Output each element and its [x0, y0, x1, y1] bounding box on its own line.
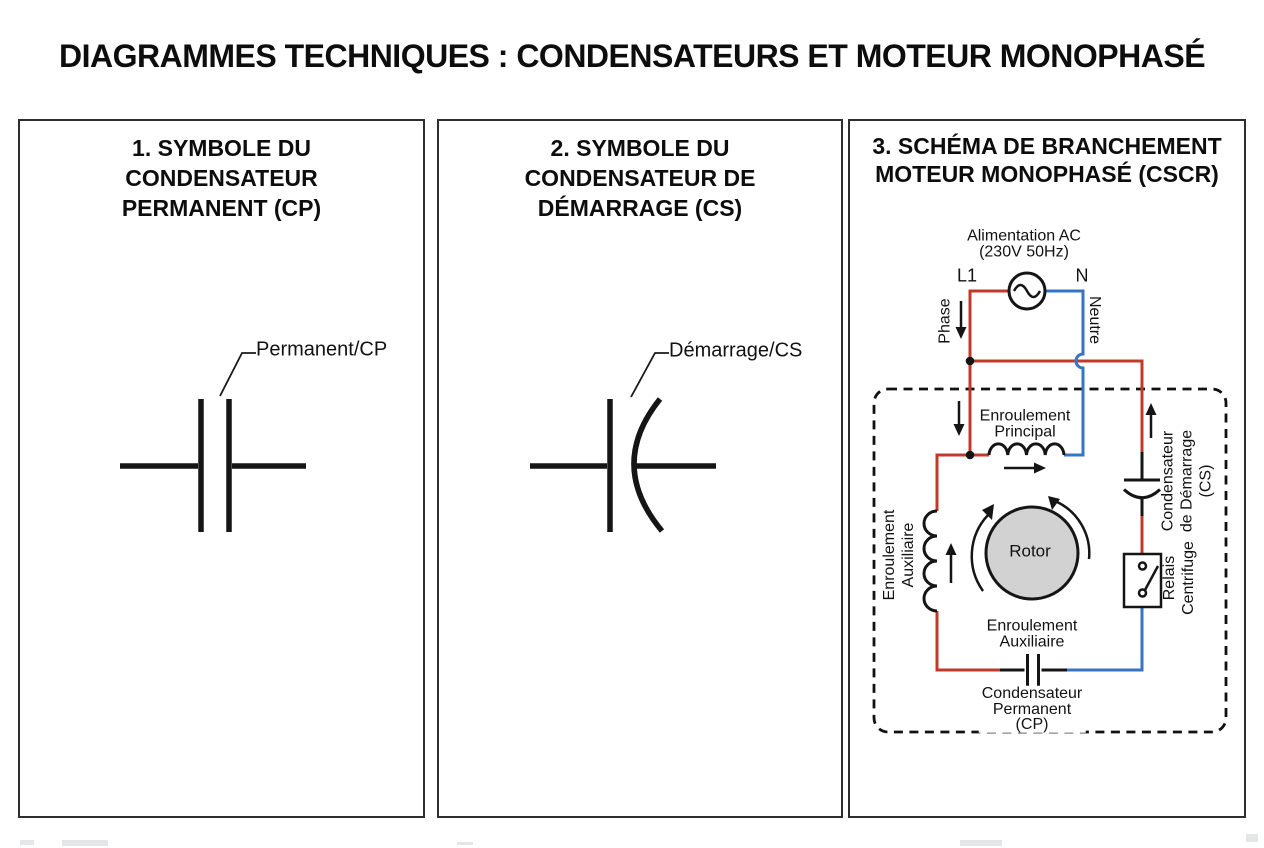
panel-motor-wiring-diagram: 3. SCHÉMA DE BRANCHEMENT MOTEUR MONOPHAS… — [848, 119, 1246, 818]
supply-line2: (230V 50Hz) — [979, 243, 1069, 260]
panel2-heading-line3: DÉMARRAGE (CS) — [537, 195, 743, 221]
perm-cap-line2: Permanent — [992, 700, 1072, 718]
relay-top-contact — [1137, 561, 1148, 571]
phase-wire-to-aux-winding — [935, 453, 989, 511]
phase-wire-aux-to-cap — [935, 611, 1000, 672]
capacitor-curved-plate — [631, 397, 665, 533]
ac-source-sine-icon — [1012, 283, 1042, 299]
rotor-circle — [984, 505, 1080, 601]
aux-winding-bottom-label: Enroulement Auxiliaire — [986, 617, 1078, 650]
relay-switch-blade — [1143, 565, 1160, 591]
page-title: DIAGRAMMES TECHNIQUES : CONDENSATEURS ET… — [58, 38, 1206, 74]
phase-wire-from-source — [968, 289, 1009, 361]
panel-permanent-capacitor: 1. SYMBOLE DU CONDENSATEUR PERMANENT (CP… — [18, 119, 425, 818]
panel3-heading-line2: MOTEUR MONOPHASÉ (CSCR) — [875, 161, 1219, 187]
junction-dot-winding — [965, 450, 975, 460]
aux-bottom-line2: Auxiliaire — [999, 633, 1065, 650]
perm-cap-line3: (CP) — [1015, 715, 1049, 733]
start-cap-label: Condensateur de Démarrage (CS) — [1159, 430, 1216, 532]
main-winding-line2: Principal — [994, 423, 1056, 440]
scan-artifact — [960, 840, 1002, 846]
panel2-heading-line1: 2. SYMBOLE DU — [550, 135, 730, 161]
scan-artifact — [20, 840, 34, 845]
phase-down-arrowhead — [955, 327, 967, 339]
start-cap-line3: (CS) — [1197, 464, 1215, 498]
neutre-label: Neutre — [1085, 295, 1103, 345]
rotor-label: Rotor — [1009, 541, 1051, 561]
panel2-heading-line2: CONDENSATEUR DE — [524, 165, 756, 191]
permanent-capacitor-symbol — [120, 352, 306, 532]
main-winding-line1: Enroulement — [979, 407, 1071, 425]
relay-bottom-contact — [1137, 588, 1148, 598]
rotor-rotation-arc-right — [1054, 499, 1091, 560]
terminal-n-label: N — [1075, 265, 1089, 286]
panel2-heading: 2. SYMBOLE DU CONDENSATEUR DE DÉMARRAGE … — [439, 133, 841, 223]
supply-label: Alimentation AC (230V 50Hz) — [967, 227, 1081, 260]
neutral-wire-with-hop — [1045, 289, 1085, 457]
junction-dot-top — [965, 356, 975, 366]
motor-wiring-schematic — [872, 271, 1228, 734]
neutral-wire-relay-to-cap — [1067, 607, 1144, 672]
start-branch-up-arrowhead — [1145, 403, 1157, 415]
start-cap-line1: Condensateur — [1159, 430, 1177, 532]
main-winding-label: Enroulement Principal — [979, 407, 1071, 440]
perm-cap-label: Condensateur Permanent (CP) — [978, 684, 1086, 733]
relay-line1: Relais — [1161, 555, 1178, 601]
panel1-heading-line3: PERMANENT (CP) — [121, 195, 322, 221]
relay-box — [1122, 552, 1163, 609]
panel1-heading: 1. SYMBOLE DU CONDENSATEUR PERMANENT (CP… — [20, 133, 423, 223]
permanent-cp-label: Permanent/CP — [256, 338, 388, 361]
phase-wire-to-start-branch — [970, 359, 1144, 452]
start-cap-curved-plate — [1122, 488, 1162, 500]
supply-line1: Alimentation AC — [967, 227, 1081, 245]
relay-label: Relais Centrifuge — [1160, 541, 1198, 615]
scan-artifact — [1246, 834, 1258, 842]
panel1-heading-line2: CONDENSATEUR — [125, 165, 318, 191]
phase-label: Phase — [936, 298, 954, 344]
relay-line2: Centrifuge — [1180, 541, 1197, 615]
perm-cap-line1: Condensateur — [981, 684, 1083, 702]
leader-line — [219, 352, 256, 397]
demarrage-cs-label: Démarrage/CS — [669, 339, 803, 362]
panel3-heading-line1: 3. SCHÉMA DE BRANCHEMENT — [872, 133, 1222, 159]
scan-artifact — [457, 842, 473, 845]
rotor-rotation-arc-left — [970, 514, 989, 592]
main-winding-arrowhead — [1034, 462, 1046, 474]
ac-source-circle — [1007, 271, 1047, 311]
aux-left-line1: Enroulement — [881, 509, 898, 601]
motor-entry-arrowhead — [953, 424, 965, 436]
aux-bottom-line1: Enroulement — [986, 617, 1078, 635]
start-capacitor-symbol — [530, 352, 716, 533]
aux-left-line2: Auxiliaire — [900, 522, 917, 588]
leader-line — [630, 352, 669, 398]
rotor-rotation-arrowhead-right — [1048, 496, 1060, 510]
panel3-heading: 3. SCHÉMA DE BRANCHEMENT MOTEUR MONOPHAS… — [850, 132, 1244, 188]
rotor-rotation-arrowhead-left — [982, 504, 994, 520]
terminal-l1-label: L1 — [956, 265, 978, 286]
aux-up-arrowhead — [945, 543, 957, 555]
aux-winding-left-label: Enroulement Auxiliaire — [880, 510, 918, 601]
start-cap-line2: de Démarrage — [1178, 429, 1196, 533]
aux-winding-coil — [922, 509, 938, 613]
panel-start-capacitor: 2. SYMBOLE DU CONDENSATEUR DE DÉMARRAGE … — [437, 119, 843, 818]
main-winding-coil — [987, 442, 1066, 456]
scan-artifact — [62, 840, 108, 846]
panel1-heading-line1: 1. SYMBOLE DU — [132, 135, 311, 161]
